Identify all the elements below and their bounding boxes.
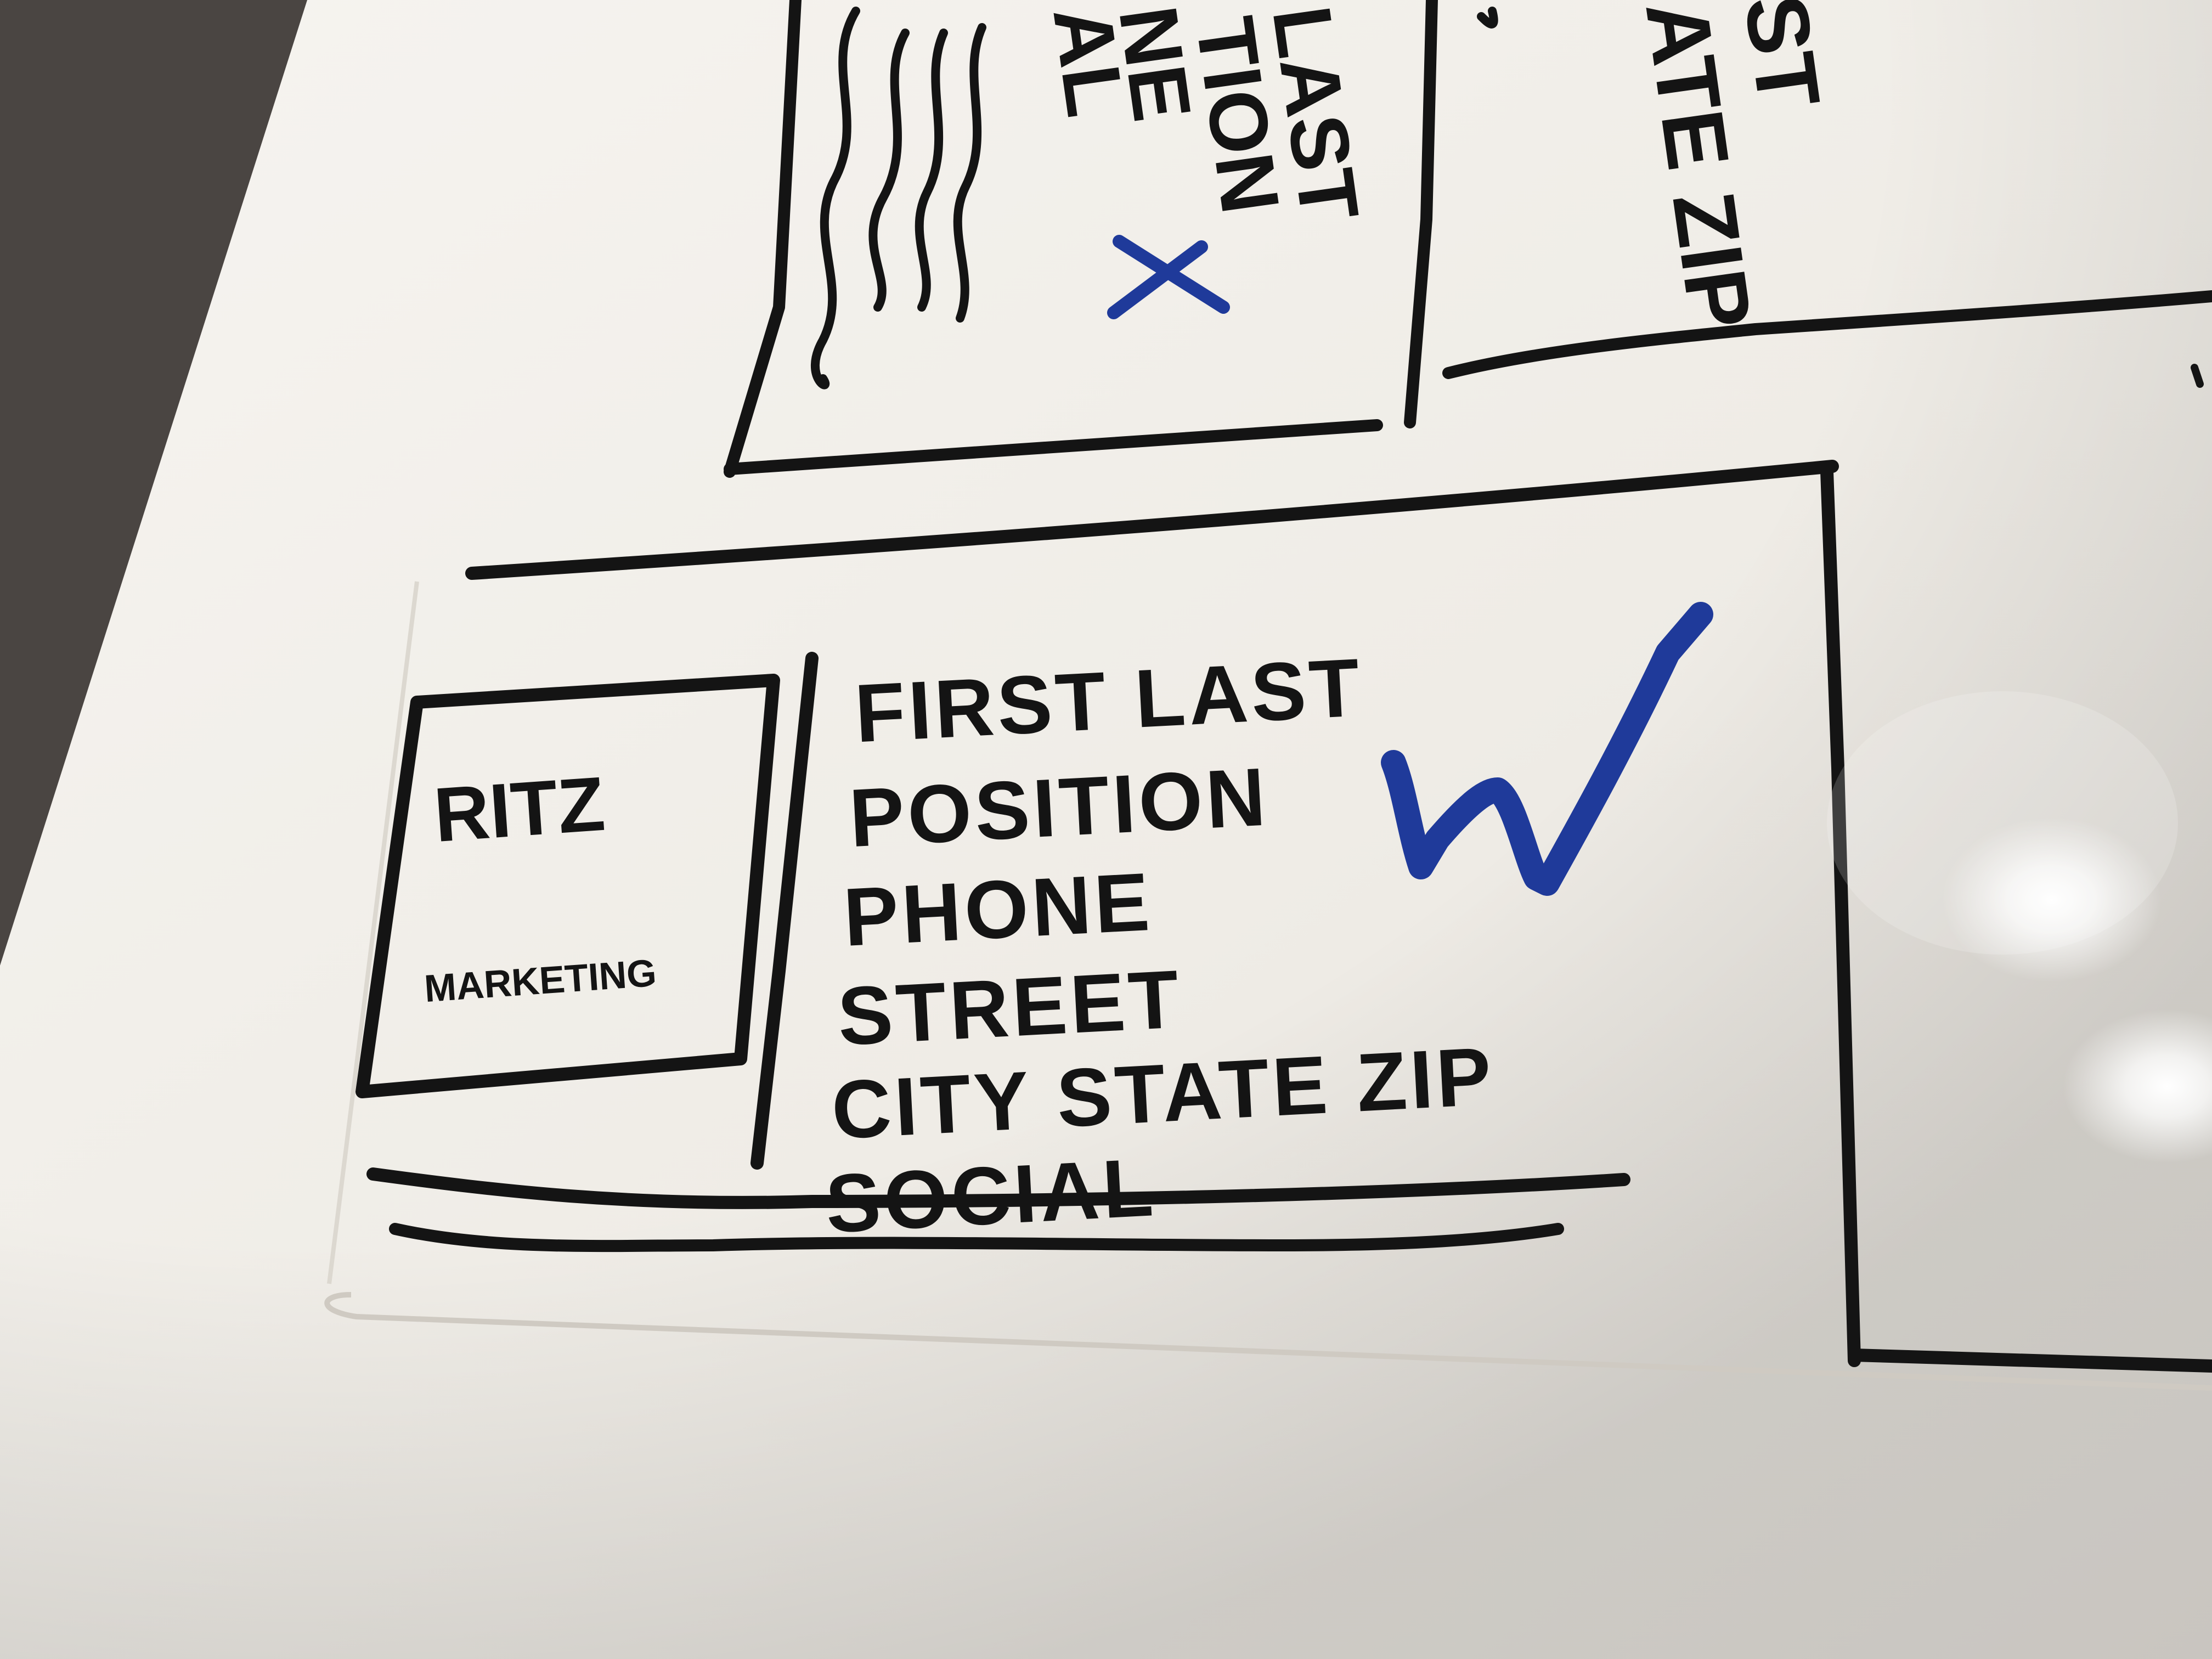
info-street: STREET [836,952,1184,1063]
glare-upper [1942,817,2162,982]
glare-lower [2063,1009,2212,1163]
card-sheet-left-edge [327,581,419,1284]
card-bottom-lines [366,1167,1630,1252]
blue-check-mark [1381,602,1713,896]
info-phone: PHONE [842,855,1155,963]
top-card-line-3: NE [1102,1,1209,127]
card-sheet-edge [324,1292,2212,1391]
card-divider [751,652,819,1170]
main-card-outline [465,460,2212,1373]
top-card-sketch: LAST TION NE AL [724,0,1438,478]
blue-x-mark [1107,235,1230,319]
logo-box [356,674,780,1098]
glare-soft [1827,691,2178,955]
top-right-line-1: ST [1726,0,1839,114]
info-position: POSITION [847,750,1271,864]
top-card-line-4: AL [1036,1,1142,122]
card-info-block: FIRST LAST POSITION PHONE STREET CITY ST… [823,641,1497,1250]
logo-text-ritz: RITZ [431,760,607,858]
